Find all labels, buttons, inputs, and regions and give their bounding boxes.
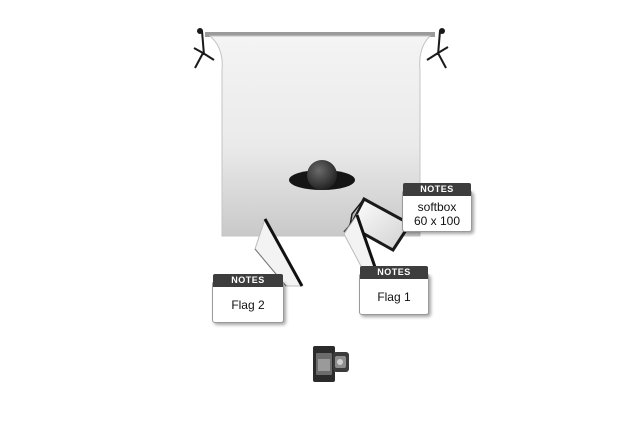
note-line: Flag 1 — [377, 290, 411, 304]
note-text: Flag 1 — [360, 274, 428, 304]
note-flag-2[interactable]: NOTES Flag 2 — [212, 274, 284, 323]
backdrop — [205, 32, 435, 237]
camera-icon — [313, 346, 349, 382]
note-softbox[interactable]: NOTES softbox 60 x 100 — [402, 183, 472, 232]
note-header: NOTES — [403, 183, 471, 196]
note-header: NOTES — [213, 274, 283, 287]
backdrop-stand-icon — [426, 28, 449, 69]
note-flag-1[interactable]: NOTES Flag 1 — [359, 266, 429, 315]
note-line: 60 x 100 — [413, 214, 461, 228]
subject-icon — [289, 160, 355, 195]
note-text: softbox 60 x 100 — [403, 191, 471, 228]
backdrop-roll — [205, 32, 435, 37]
note-line: Flag 2 — [231, 298, 265, 312]
note-line: softbox — [417, 200, 457, 214]
backdrop-stand-icon — [193, 28, 215, 69]
note-text: Flag 2 — [213, 282, 283, 312]
backdrop-paper — [208, 35, 432, 237]
note-header: NOTES — [360, 266, 428, 279]
